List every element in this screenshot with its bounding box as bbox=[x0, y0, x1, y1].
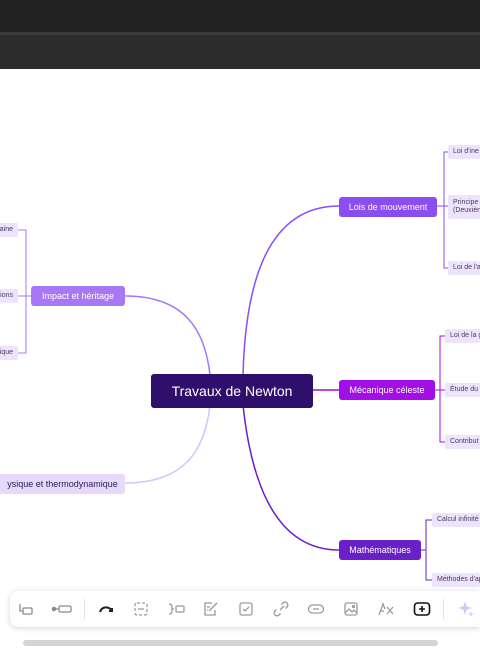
checkbox-task-icon[interactable] bbox=[236, 599, 256, 619]
layout-left-icon[interactable] bbox=[16, 599, 36, 619]
leaf-calcul-infinitesimal[interactable]: Calcul infinité bbox=[432, 513, 480, 527]
link-icon[interactable] bbox=[271, 599, 291, 619]
mindmap-connectors bbox=[18, 151, 448, 581]
bottom-toolbar bbox=[10, 591, 480, 627]
leaf-loi-gravitation[interactable]: Loi de la g bbox=[445, 329, 480, 343]
relationship-icon[interactable] bbox=[306, 599, 326, 619]
leaf-principe-fondamental[interactable]: Principe (Deuxièn bbox=[448, 195, 480, 219]
toolbar-separator bbox=[84, 599, 85, 619]
leaf-impact-3[interactable]: ique bbox=[0, 346, 18, 360]
node-mathematiques[interactable]: Mathématiques bbox=[339, 540, 421, 560]
window-title-bar bbox=[0, 0, 480, 32]
ai-sparkle-icon[interactable] bbox=[456, 599, 476, 619]
add-block-icon[interactable] bbox=[412, 599, 432, 619]
leaf-impact-2[interactable]: tions bbox=[0, 289, 18, 303]
add-sibling-node-icon[interactable] bbox=[50, 599, 74, 619]
node-mecanique-celeste[interactable]: Mécanique céleste bbox=[339, 380, 435, 400]
curve-connector-icon[interactable] bbox=[96, 599, 116, 619]
node-lois-de-mouvement[interactable]: Lois de mouvement bbox=[339, 197, 437, 217]
node-physique-thermodynamique[interactable]: ysique et thermodynamique bbox=[0, 474, 125, 494]
summary-icon[interactable] bbox=[166, 599, 186, 619]
root-node[interactable]: Travaux de Newton bbox=[151, 374, 313, 408]
mindmap-canvas[interactable]: Travaux de Newton Lois de mouvement Méca… bbox=[0, 69, 480, 650]
note-icon[interactable] bbox=[201, 599, 221, 619]
toolbar-separator bbox=[443, 599, 444, 619]
boundary-icon[interactable] bbox=[131, 599, 151, 619]
node-impact-et-heritage[interactable]: Impact et héritage bbox=[31, 286, 125, 306]
leaf-impact-1[interactable]: raine bbox=[0, 223, 18, 237]
leaf-loi-action-reaction[interactable]: Loi de l'a bbox=[448, 261, 480, 275]
horizontal-scrollbar[interactable] bbox=[23, 640, 438, 646]
image-icon[interactable] bbox=[341, 599, 361, 619]
app-tab-bar bbox=[0, 32, 480, 69]
leaf-methodes-approximation[interactable]: Méthodes d'ap bbox=[432, 573, 480, 587]
leaf-etude-du[interactable]: Étude du bbox=[445, 383, 480, 397]
leaf-contributions[interactable]: Contribut bbox=[445, 435, 480, 449]
leaf-loi-inertie[interactable]: Loi d'ine bbox=[448, 145, 480, 159]
clear-format-icon[interactable] bbox=[376, 599, 396, 619]
